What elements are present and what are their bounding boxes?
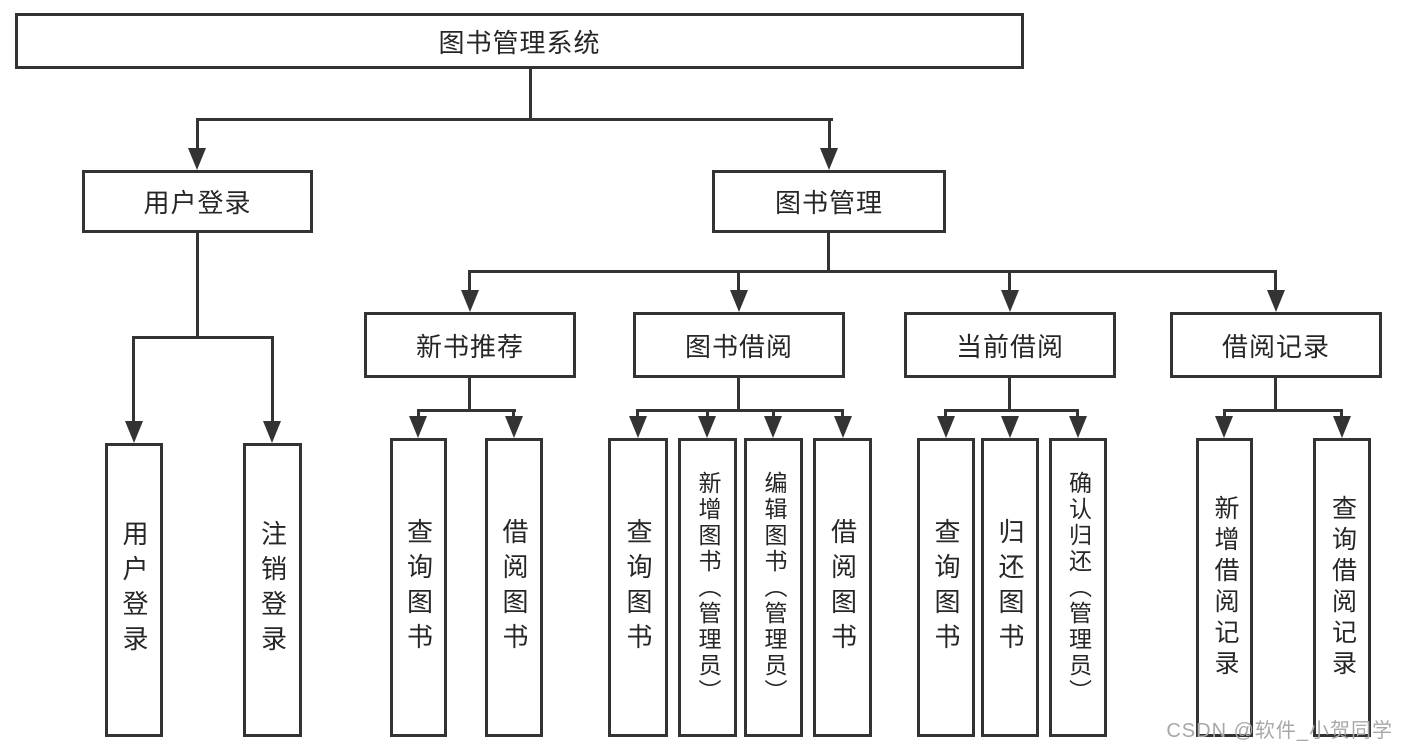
connector-vline: [468, 272, 471, 293]
connector-vline: [706, 409, 709, 419]
arrow-down-icon: [820, 148, 838, 170]
node-label: 用户登录: [119, 520, 149, 660]
arrow-down-icon: [764, 416, 782, 438]
arrow-down-icon: [698, 416, 716, 438]
connector-vline: [841, 409, 844, 419]
connector-vline: [196, 233, 199, 339]
arrow-down-icon: [263, 421, 281, 443]
node-label: 查询图书: [623, 517, 653, 658]
leaf-br-add-borrow-record: 新增借阅记录: [1196, 438, 1253, 737]
leaf-logout: 注销登录: [243, 443, 302, 737]
node-label: 当前借阅: [955, 331, 1064, 362]
connector-vline: [468, 378, 471, 411]
arrow-down-icon: [1001, 416, 1019, 438]
connector-vline: [1223, 409, 1226, 419]
node-label: 查询借阅记录: [1328, 494, 1357, 681]
connector-vline: [512, 409, 515, 419]
arrow-down-icon: [461, 290, 479, 312]
connector-hline: [636, 409, 844, 412]
node-label: 注销登录: [257, 520, 288, 660]
connector-vline: [827, 233, 830, 273]
connector-vline: [737, 272, 740, 293]
connector-hline: [417, 409, 516, 412]
arrow-down-icon: [188, 148, 206, 170]
node-label: 图书借阅: [684, 331, 793, 362]
arrow-down-icon: [1333, 416, 1351, 438]
connector-vline: [1008, 272, 1011, 293]
leaf-cb-query-book: 查询图书: [917, 438, 975, 737]
leaf-bb-query-book: 查询图书: [608, 438, 668, 737]
connector-hline: [196, 118, 833, 121]
connector-vline: [828, 120, 831, 150]
leaf-cb-confirm-return-admin: 确认归还（管理员）: [1049, 438, 1107, 737]
node-book-borrowing: 图书借阅: [633, 312, 845, 378]
connector-hline: [132, 336, 274, 339]
watermark: CSDN @软件_小贺同学: [1166, 720, 1393, 742]
node-label: 新增图书（管理员）: [695, 470, 721, 705]
connector-vline: [417, 409, 420, 419]
connector-vline: [196, 120, 199, 150]
node-label: 确认归还（管理员）: [1065, 470, 1092, 705]
node-label: 新书推荐: [415, 331, 524, 362]
leaf-bb-edit-book-admin: 编辑图书（管理员）: [744, 438, 803, 737]
node-borrowing-records: 借阅记录: [1170, 312, 1382, 378]
node-current-borrowing: 当前借阅: [904, 312, 1116, 378]
connector-hline: [468, 270, 1277, 273]
connector-vline: [1340, 409, 1343, 419]
connector-vline: [271, 336, 274, 424]
leaf-bb-borrow-book: 借阅图书: [813, 438, 872, 737]
arrow-down-icon: [730, 290, 748, 312]
node-label: 查询图书: [403, 517, 434, 658]
arrow-down-icon: [125, 421, 143, 443]
arrow-down-icon: [505, 416, 523, 438]
leaf-nb-query-book: 查询图书: [390, 438, 447, 737]
node-label: 归还图书: [995, 517, 1025, 658]
leaf-nb-borrow-book: 借阅图书: [485, 438, 543, 737]
leaf-cb-return-book: 归还图书: [981, 438, 1039, 737]
arrow-down-icon: [937, 416, 955, 438]
connector-hline: [1223, 409, 1343, 412]
connector-vline: [132, 336, 135, 424]
connector-vline: [772, 409, 775, 419]
node-library-management-system: 图书管理系统: [15, 13, 1024, 69]
connector-vline: [944, 409, 947, 419]
connector-vline: [1274, 272, 1277, 293]
node-label: 借阅图书: [827, 517, 858, 658]
connector-vline: [636, 409, 639, 419]
arrow-down-icon: [409, 416, 427, 438]
leaf-user-login: 用户登录: [105, 443, 163, 737]
node-label: 图书管理系统: [438, 27, 601, 58]
leaf-br-query-borrow-record: 查询借阅记录: [1313, 438, 1371, 737]
connector-vline: [1008, 378, 1011, 411]
node-label: 借阅图书: [499, 517, 529, 658]
connector-vline: [737, 378, 740, 411]
arrow-down-icon: [1267, 290, 1285, 312]
node-label: 用户登录: [143, 188, 252, 218]
arrow-down-icon: [1215, 416, 1233, 438]
leaf-bb-add-book-admin: 新增图书（管理员）: [678, 438, 737, 737]
arrow-down-icon: [1069, 416, 1087, 438]
node-book-management: 图书管理: [712, 170, 946, 233]
arrow-down-icon: [1001, 290, 1019, 312]
node-label: 编辑图书（管理员）: [761, 470, 787, 705]
node-new-book-recommend: 新书推荐: [364, 312, 576, 378]
node-label: 图书管理: [774, 188, 883, 218]
arrow-down-icon: [834, 416, 852, 438]
node-user-login: 用户登录: [82, 170, 313, 233]
node-label: 查询图书: [931, 517, 961, 658]
connector-vline: [1076, 409, 1079, 419]
node-label: 借阅记录: [1221, 331, 1330, 362]
connector-hline: [944, 409, 1079, 412]
connector-vline: [1274, 378, 1277, 411]
arrow-down-icon: [629, 416, 647, 438]
node-label: 新增借阅记录: [1211, 494, 1239, 681]
connector-vline: [529, 69, 532, 121]
